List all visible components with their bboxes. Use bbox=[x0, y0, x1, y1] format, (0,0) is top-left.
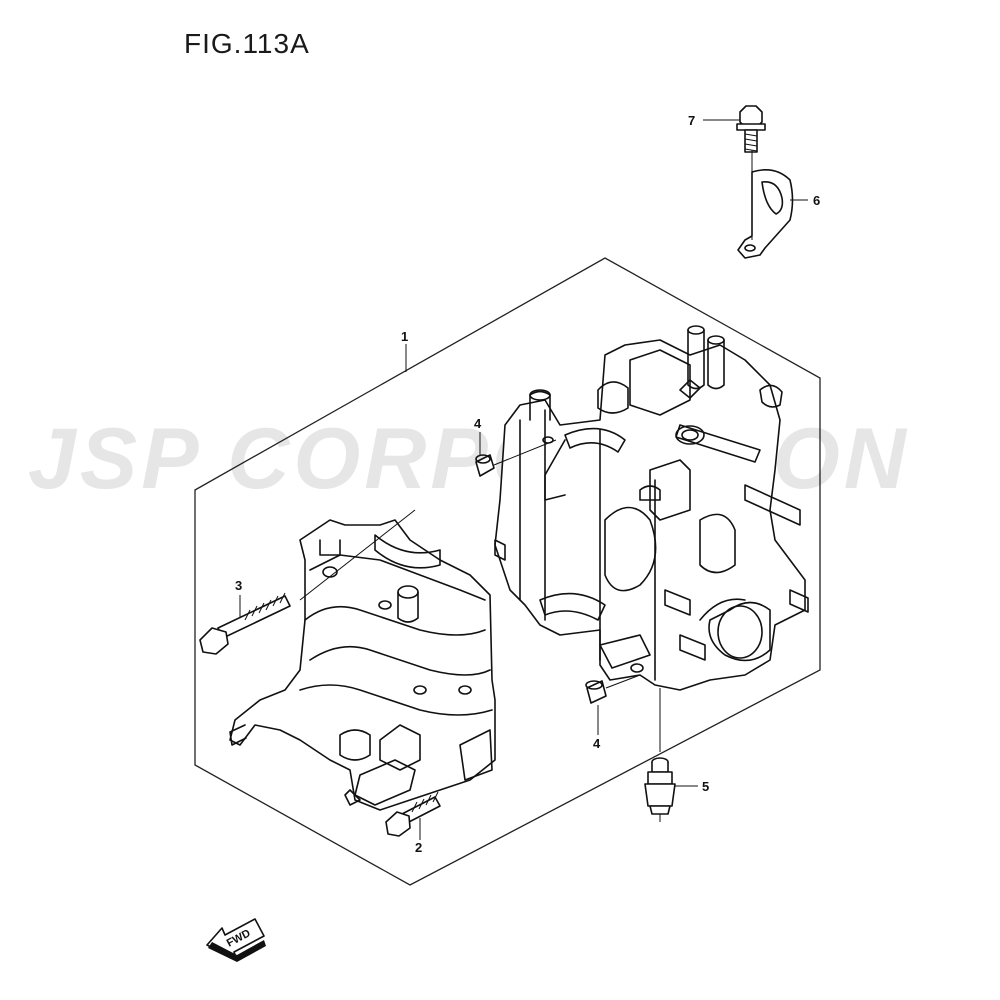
callout-4-top: 4 bbox=[474, 416, 482, 431]
fitting-5 bbox=[644, 757, 676, 815]
crankcase-right-half bbox=[494, 325, 809, 691]
callout-5: 5 bbox=[702, 779, 709, 794]
dowel-pin-4-top bbox=[475, 454, 495, 477]
bolt-3 bbox=[199, 592, 291, 655]
bolt-2 bbox=[385, 791, 441, 837]
callout-1: 1 bbox=[401, 329, 408, 344]
bolt-7 bbox=[736, 105, 766, 153]
callout-7: 7 bbox=[688, 113, 695, 128]
dowel-pin-4-bottom bbox=[585, 680, 607, 704]
leader-lines bbox=[239, 119, 808, 840]
fwd-arrow: FWD bbox=[206, 918, 266, 962]
assembly-outline-box bbox=[194, 257, 821, 886]
cylinder-block-left-half bbox=[229, 519, 496, 811]
figure-title: FIG.113A bbox=[184, 28, 310, 59]
callout-3: 3 bbox=[235, 578, 242, 593]
bracket-6 bbox=[737, 169, 794, 259]
callout-6: 6 bbox=[813, 193, 820, 208]
callout-2: 2 bbox=[415, 840, 422, 855]
callout-4-bottom: 4 bbox=[593, 736, 601, 751]
